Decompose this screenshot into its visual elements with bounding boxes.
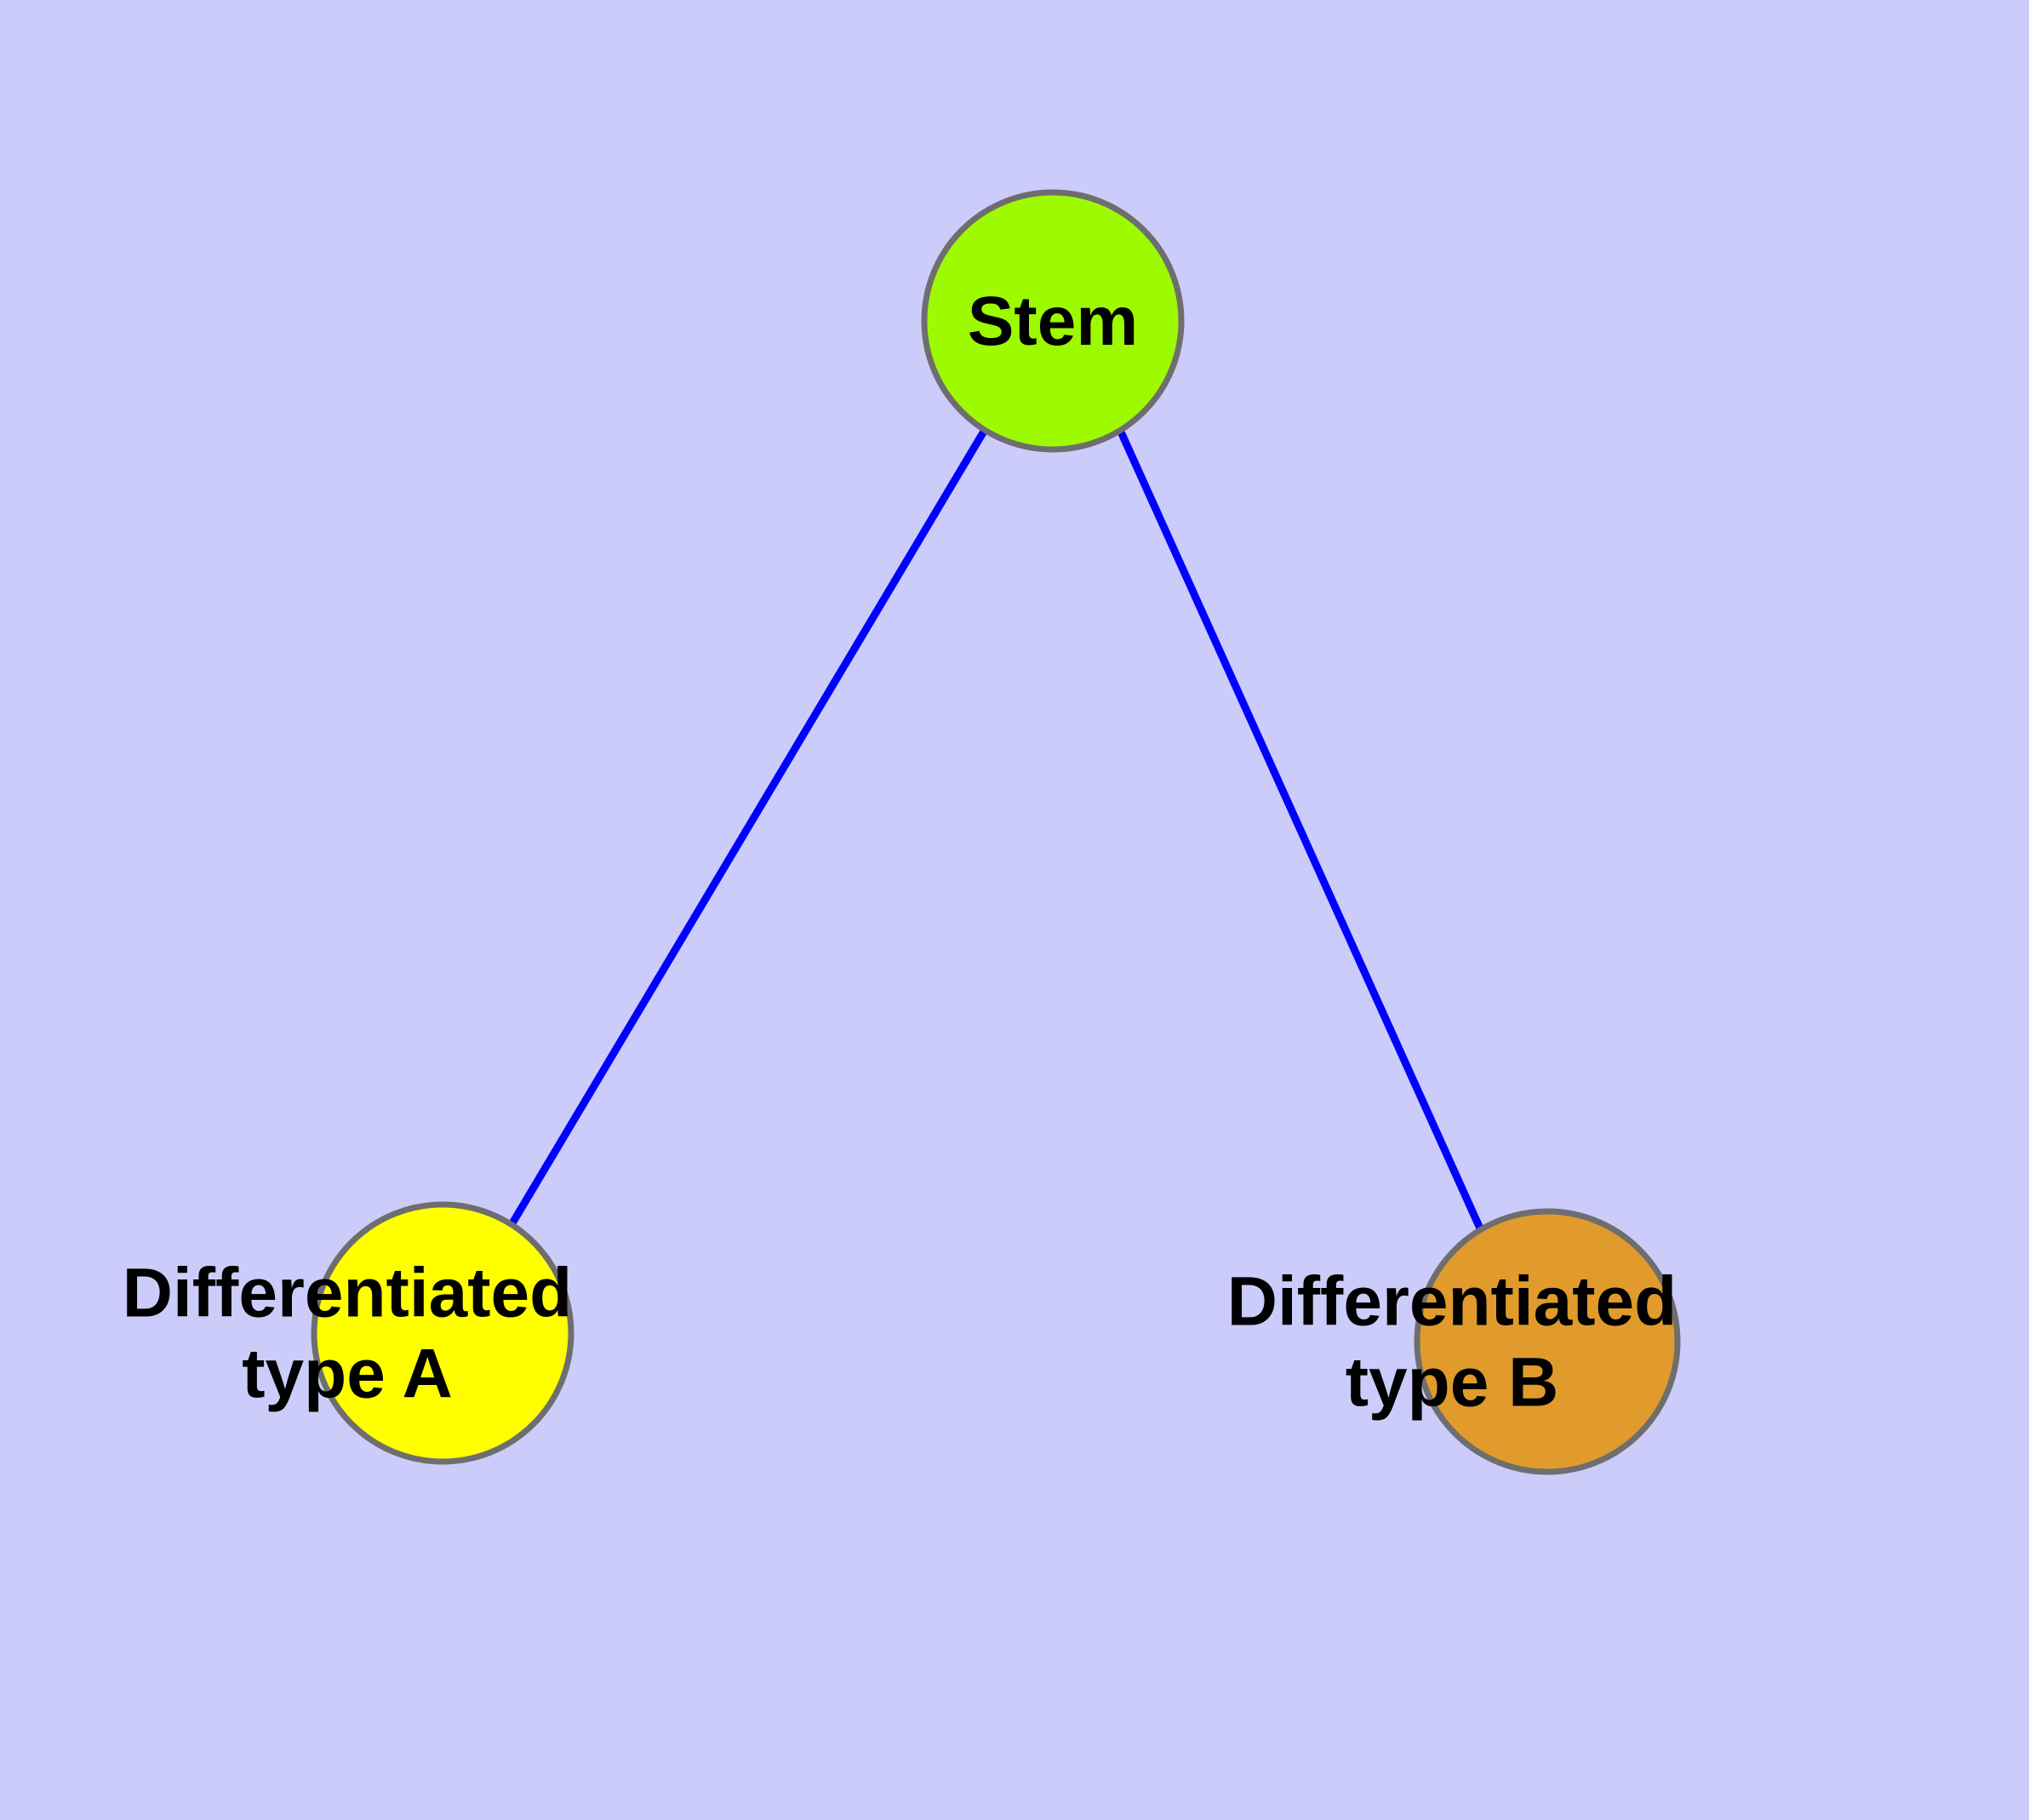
node-differentiated-type-a-circle[interactable] bbox=[311, 1201, 574, 1465]
node-differentiated-type-b-circle[interactable] bbox=[1414, 1208, 1681, 1475]
node-stem-label: Stem bbox=[968, 283, 1139, 360]
node-layer bbox=[311, 189, 1681, 1475]
edge-stem-to-differentiated-type-b[interactable] bbox=[1116, 428, 1484, 1230]
node-stem-circle[interactable] bbox=[921, 189, 1185, 453]
edge-layer bbox=[509, 427, 1484, 1230]
edge-stem-to-differentiated-type-a[interactable] bbox=[509, 427, 988, 1226]
